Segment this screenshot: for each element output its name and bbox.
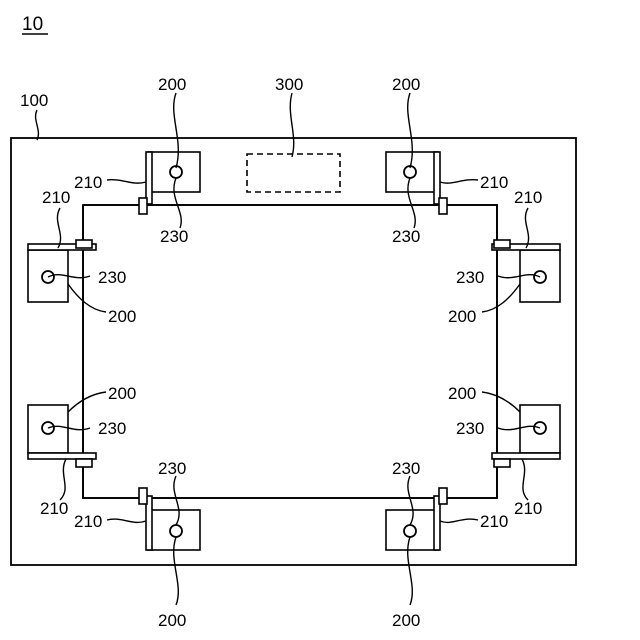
module-block — [28, 250, 68, 302]
module-left-upper — [28, 240, 96, 302]
hinge-plate — [492, 453, 560, 459]
module-left-lower — [28, 405, 96, 467]
leader-lines — [36, 93, 540, 605]
hinge-tab — [139, 488, 147, 504]
hinge-tab — [494, 459, 510, 467]
label-230-left-upper: 230 — [98, 268, 126, 287]
base-plate-100 — [11, 138, 576, 565]
label-210-right-upper: 210 — [514, 188, 542, 207]
module-block — [28, 405, 68, 453]
hinge-tab — [76, 459, 92, 467]
label-200-top-right: 200 — [392, 75, 420, 94]
label-200-top-left: 200 — [158, 75, 186, 94]
inner-frame-outline — [83, 205, 497, 498]
hinge-tab — [494, 240, 510, 248]
label-200-bottom-right: 200 — [392, 611, 420, 630]
label-230-top-right: 230 — [392, 227, 420, 246]
label-210-right-lower: 210 — [514, 499, 542, 518]
component-300 — [247, 154, 340, 192]
label-100: 100 — [20, 91, 48, 110]
hinge-tab — [439, 488, 447, 504]
module-block — [520, 405, 560, 453]
label-300: 300 — [275, 75, 303, 94]
inner-frame — [83, 205, 497, 498]
label-230-left-lower: 230 — [98, 419, 126, 438]
label-210-left-lower: 210 — [40, 499, 68, 518]
label-230-bottom-left: 230 — [158, 459, 186, 478]
hinge-tab — [76, 240, 92, 248]
module-right-lower — [492, 405, 560, 467]
label-200-right-upper: 200 — [448, 307, 476, 326]
label-210-top-right: 210 — [480, 173, 508, 192]
label-200-bottom-left: 200 — [158, 611, 186, 630]
label-210-bottom-right: 210 — [480, 512, 508, 531]
label-200-right-lower: 200 — [448, 384, 476, 403]
module-block — [520, 250, 560, 302]
hinge-plate — [28, 453, 96, 459]
label-210-top-left: 210 — [74, 173, 102, 192]
label-200-left-lower: 200 — [108, 384, 136, 403]
label-230-top-left: 230 — [160, 227, 188, 246]
hinge-plate — [146, 152, 152, 204]
figure-number: 10 — [22, 14, 43, 35]
label-200-left-upper: 200 — [108, 307, 136, 326]
label-230-right-lower: 230 — [456, 419, 484, 438]
hinge-plate — [434, 152, 440, 204]
label-210-bottom-left: 210 — [74, 512, 102, 531]
module-block — [386, 510, 438, 550]
label-210-left-upper: 210 — [42, 188, 70, 207]
label-230-bottom-right: 230 — [392, 459, 420, 478]
hinge-tab — [439, 198, 447, 214]
label-230-right-upper: 230 — [456, 268, 484, 287]
hinge-tab — [139, 198, 147, 214]
module-right-upper — [492, 240, 560, 302]
